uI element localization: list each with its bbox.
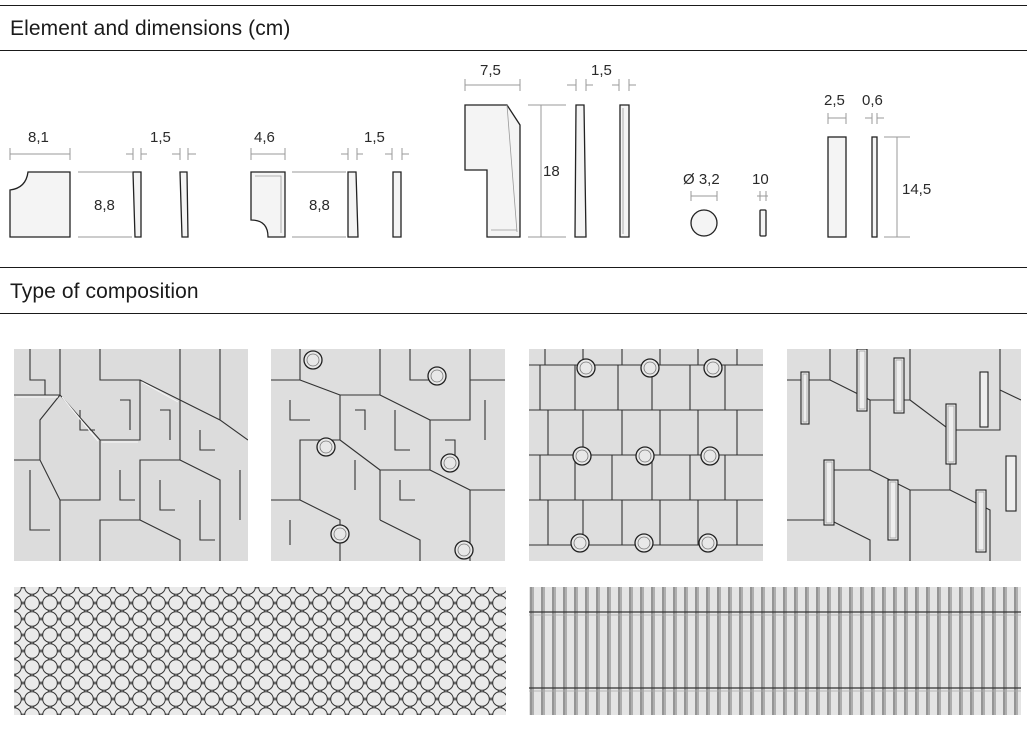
- el1-thickness-label: 1,5: [150, 129, 171, 146]
- composition-title-rule: [0, 313, 1027, 314]
- el2-thickness-label: 1,5: [364, 129, 385, 146]
- element-5-drawing: 2,5 0,6 14,5: [824, 92, 931, 238]
- composition-tile-4: [787, 349, 1021, 561]
- el3-width-label: 7,5: [480, 62, 501, 79]
- elements-section-title: Element and dimensions (cm): [10, 17, 291, 40]
- el5-width-label: 2,5: [824, 92, 845, 109]
- elements-title-rule: [0, 50, 1027, 51]
- composition-top-rule: [0, 267, 1027, 268]
- composition-tile-3: [529, 349, 763, 561]
- el3-thickness-label: 1,5: [591, 62, 612, 79]
- el5-thickness-label: 0,6: [862, 92, 883, 109]
- el2-height-label: 8,8: [309, 197, 330, 214]
- el2-width-label: 4,6: [254, 129, 275, 146]
- el1-width-label: 8,1: [28, 129, 49, 146]
- el3-height-label: 18: [543, 163, 560, 180]
- el1-height-label: 8,8: [94, 197, 115, 214]
- composition-tile-6: [529, 587, 1021, 715]
- element-2-drawing: 4,6 8,8 1,5: [250, 129, 409, 238]
- element-3-drawing: 7,5 18 1,5: [464, 62, 636, 238]
- element-1-drawing: 8,1 8,8 1,5: [9, 129, 196, 238]
- el4-thickness-label: 10: [752, 171, 769, 188]
- el4-diameter-label: Ø 3,2: [683, 171, 720, 188]
- top-rule: [0, 5, 1027, 6]
- element-dimensions-diagram: 8,1 8,8 1,5 4,6 8,8 1,5 7,5 18 1,5: [9, 62, 931, 238]
- el5-height-label: 14,5: [902, 181, 931, 198]
- composition-section-title: Type of composition: [10, 280, 199, 303]
- composition-tile-5: [14, 587, 506, 715]
- element-4-drawing: Ø 3,2 10: [683, 171, 769, 237]
- composition-tile-1: [14, 349, 248, 561]
- composition-tile-2: [271, 349, 505, 561]
